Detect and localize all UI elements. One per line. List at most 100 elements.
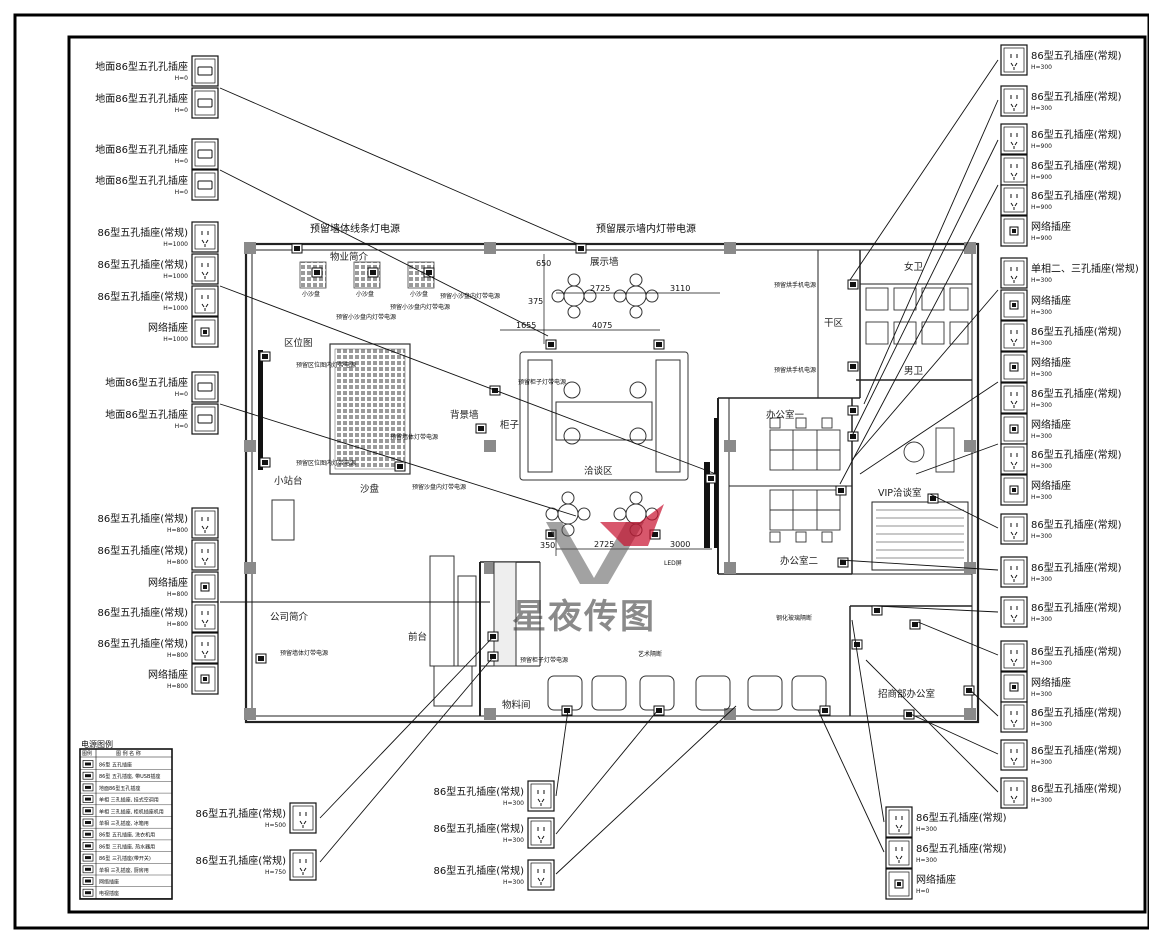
plan-socket-mark [426, 270, 432, 275]
room-label-bangong1: 办公室一 [766, 409, 805, 421]
note-xiaoshapan-c: 预留小沙盘内灯带电源 [336, 313, 396, 321]
plan-socket-mark [840, 560, 846, 565]
plan-socket-mark [906, 712, 912, 717]
art-partition-booths [547, 675, 827, 711]
sand-table [329, 343, 411, 475]
left-socket-height: H=1000 [163, 336, 188, 343]
left-socket-height: H=1000 [163, 305, 188, 312]
building-walls [244, 242, 980, 724]
right-socket-height: H=300 [1031, 797, 1052, 804]
plan-socket-mark [258, 656, 264, 661]
right-socket-icon [1000, 443, 1028, 475]
plan-socket-mark [966, 688, 972, 693]
right-socket-icon [1000, 351, 1028, 383]
dim-375: 375 [528, 297, 543, 306]
legend-row-label: 单相 三孔插座, 柜机插座机用 [99, 808, 164, 815]
bottom-socket-icon [527, 780, 555, 812]
bottom-socket-height: H=300 [916, 857, 937, 864]
plan-socket-mark [912, 622, 918, 627]
right-socket-height: H=300 [1031, 64, 1052, 71]
left-socket-icon [191, 601, 219, 633]
left-socket-column: 地面86型五孔孔插座H=0地面86型五孔孔插座H=0地面86型五孔孔插座H=0地… [95, 55, 219, 695]
right-socket-icon [1000, 123, 1028, 155]
left-socket-height: H=0 [175, 158, 189, 165]
right-socket-height: H=900 [1031, 204, 1052, 211]
room-label-xiaoshapan3: 小沙盘 [410, 290, 428, 298]
right-socket-height: H=900 [1031, 235, 1052, 242]
plan-socket-mark [822, 708, 828, 713]
bottom-socket-icon [289, 802, 317, 834]
bottom-socket-height: H=500 [265, 822, 286, 829]
right-socket-icon [1000, 474, 1028, 506]
bottom-socket-label: 86型五孔插座(常规) [433, 822, 524, 835]
right-socket-height: H=300 [1031, 533, 1052, 540]
bottom-socket-icon [885, 837, 913, 869]
right-socket-height: H=300 [1031, 105, 1052, 112]
left-socket-label: 网络插座 [148, 321, 188, 334]
leader-line [929, 493, 999, 529]
round-tables [545, 273, 659, 537]
right-socket-label: 网络插座 [1031, 220, 1071, 233]
note-qiangti-mid: 预留墙体灯带电源 [390, 433, 438, 441]
room-label-beijing: 背景墙 [450, 409, 479, 421]
plan-socket-mark [850, 408, 856, 413]
legend-symbol-mark [85, 844, 91, 848]
room-label-wuliao: 物料间 [502, 699, 531, 711]
left-socket-label: 86型五孔插座(常规) [97, 512, 188, 525]
right-socket-label: 86型五孔插座(常规) [1031, 645, 1122, 658]
dim-2725a: 2725 [590, 284, 610, 293]
office-desks [769, 417, 955, 543]
leader-line [839, 559, 999, 571]
columns [244, 242, 976, 720]
left-socket-icon [191, 632, 219, 664]
legend-symbol-mark [85, 891, 91, 895]
room-label-qiantai: 前台 [408, 631, 427, 643]
plan-socket-mark [850, 364, 856, 369]
right-socket-label: 网络插座 [1031, 356, 1071, 369]
left-socket-icon [191, 507, 219, 539]
left-socket-label: 网络插座 [148, 576, 188, 589]
right-socket-icon [1000, 739, 1028, 771]
right-socket-height: H=300 [1031, 721, 1052, 728]
left-socket-icon [191, 169, 219, 201]
right-socket-label: 86型五孔插座(常规) [1031, 706, 1122, 719]
room-label-qiatan: 洽谈区 [584, 465, 613, 477]
legend-row-label: 网络插座 [99, 879, 119, 886]
leader-line [219, 403, 577, 517]
leader-line [319, 655, 495, 863]
note-xiaoshapan-a: 预留小沙盘内灯带电源 [440, 292, 500, 300]
left-socket-label: 地面86型五孔孔插座 [95, 174, 188, 187]
note-quwei-a: 预留区位图内灯带电源 [296, 361, 356, 369]
plan-socket-mark [850, 434, 856, 439]
right-socket-height: H=300 [1031, 309, 1052, 316]
left-socket-icon [191, 539, 219, 571]
room-label-zhaoshang: 招商部办公室 [878, 688, 935, 700]
dim-3110: 3110 [670, 284, 690, 293]
right-socket-icon [1000, 671, 1028, 703]
right-socket-icon [1000, 513, 1028, 545]
right-socket-label: 网络插座 [1031, 479, 1071, 492]
legend-row-label: 单相 三孔插座, 厨房用 [99, 867, 149, 874]
negotiation-sofa [519, 351, 689, 481]
bottom-socket-label: 86型五孔插座(常规) [916, 842, 1007, 855]
right-socket-label: 86型五孔插座(常规) [1031, 782, 1122, 795]
front-desk [271, 499, 517, 707]
left-socket-height: H=800 [167, 621, 188, 628]
room-label-vip: VIP洽谈室 [878, 487, 922, 499]
left-socket-height: H=800 [167, 652, 188, 659]
leader-line [859, 381, 999, 475]
plan-socket-mark [656, 708, 662, 713]
plan-socket-mark [262, 460, 268, 465]
plan-socket-mark [578, 246, 584, 251]
right-socket-label: 86型五孔插座(常规) [1031, 387, 1122, 400]
legend-symbol-mark [85, 879, 91, 883]
legend-row-label: 电视插座 [99, 890, 119, 897]
right-socket-height: H=900 [1031, 174, 1052, 181]
bottom-socket-height: H=300 [503, 800, 524, 807]
room-label-quweitu: 区位图 [284, 337, 313, 349]
note-shapan: 预留沙盘内灯带电源 [412, 483, 466, 491]
room-label-gongsi: 公司简介 [270, 611, 309, 623]
note-zhanshi-top: 预留展示墙内灯带电源 [596, 222, 696, 235]
room-label-bangong2: 办公室二 [780, 555, 818, 567]
